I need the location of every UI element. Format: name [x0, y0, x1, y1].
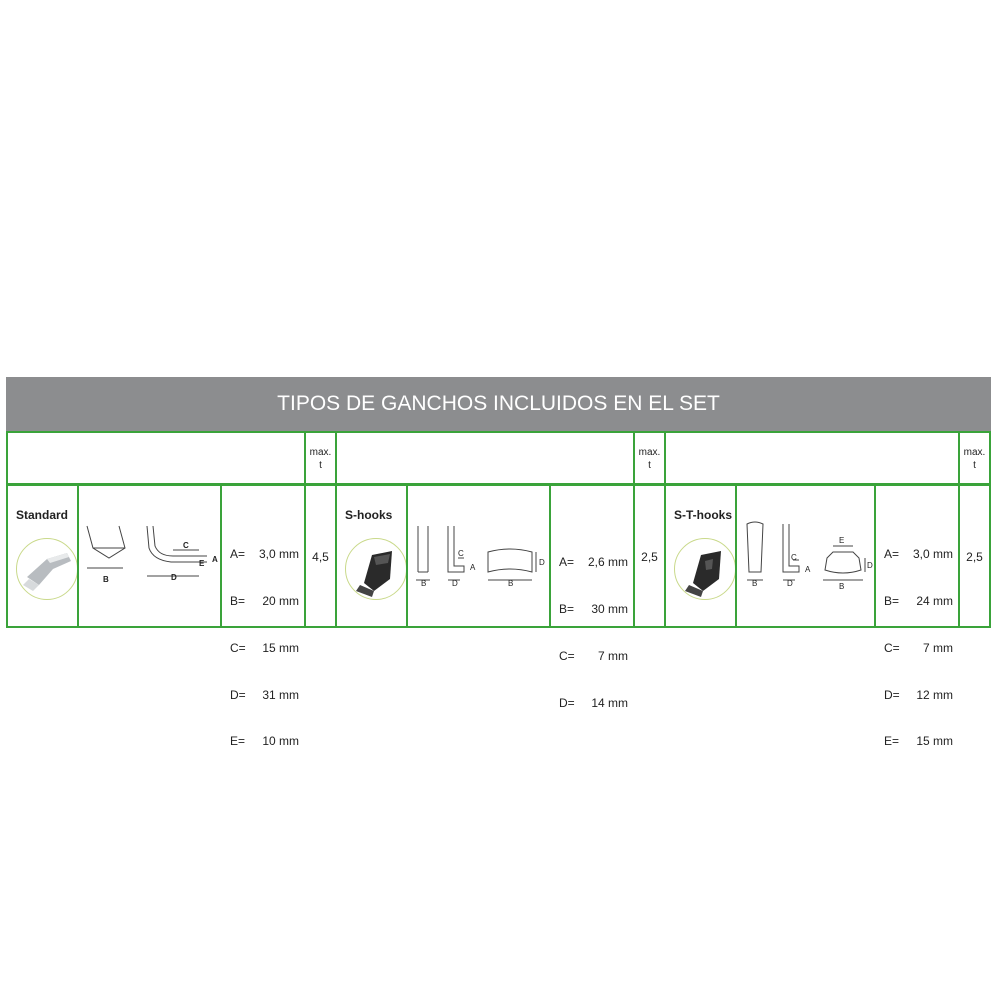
max-t-value: 2,5 — [966, 550, 983, 564]
hook-name-cell-standard: Standard — [6, 484, 79, 628]
s-t-hook-diagram: B D C A E B D — [746, 521, 873, 591]
hook-name: S-hooks — [345, 508, 393, 522]
label-d-2: D — [539, 558, 545, 567]
label-a: A — [212, 555, 218, 564]
label-b: B — [103, 575, 109, 584]
max-t-value: 2,5 — [641, 550, 658, 564]
dimension-row: D=31 mm — [230, 687, 299, 702]
hook-name: Standard — [16, 508, 69, 522]
table-title: TIPOS DE GANCHOS INCLUIDOS EN EL SET — [6, 377, 991, 431]
header-max-t-2: max. t — [633, 431, 666, 485]
t-label: t — [648, 460, 651, 471]
dimension-row: E=15 mm — [884, 734, 953, 749]
hook-max-t-cell-s-t-hooks: 2,5 — [958, 484, 991, 628]
s-hook-diagram: B D C A B D — [416, 526, 545, 588]
dimension-row: B=24 mm — [884, 593, 953, 608]
hook-dims-cell-s-t-hooks: A=3,0 mm B=24 mm C=7 mm D=12 mm E=15 mm — [874, 484, 960, 748]
hook-max-t-cell-s-hooks: 2,5 — [633, 484, 666, 628]
max-label: max. — [638, 447, 661, 458]
label-d: D — [787, 579, 793, 588]
label-b: B — [421, 579, 426, 588]
hook-name-cell-s-hooks: S-hooks — [335, 484, 408, 628]
dimension-row: C=15 mm — [230, 640, 299, 655]
label-e: E — [199, 559, 205, 568]
label-d: D — [171, 573, 177, 582]
dimension-row: D=14 mm — [559, 695, 628, 710]
dimension-list: A=3,0 mm B=20 mm C=15 mm D=31 mm E=10 mm — [230, 516, 299, 781]
dimension-list: A=3,0 mm B=24 mm C=7 mm D=12 mm E=15 mm — [884, 516, 953, 781]
dimension-row: C=7 mm — [884, 640, 953, 655]
dimension-row: A=3,0 mm — [884, 547, 953, 562]
dimension-row: B=30 mm — [559, 601, 628, 616]
label-c: C — [183, 541, 189, 550]
standard-hook-diagram: B D C E A — [86, 525, 218, 584]
dimension-row: A=2,6 mm — [559, 555, 628, 570]
hook-dims-cell-standard: A=3,0 mm B=20 mm C=15 mm D=31 mm E=10 mm — [220, 484, 306, 748]
hook-name: S-T-hooks — [674, 508, 733, 522]
label-d: D — [452, 579, 458, 588]
dimension-row: E=10 mm — [230, 734, 299, 749]
label-c: C — [791, 553, 797, 562]
header-max-t-3: max. t — [958, 431, 991, 485]
t-label: t — [319, 460, 322, 471]
dimension-row: B=20 mm — [230, 593, 299, 608]
label-b-2: B — [839, 582, 844, 591]
label-e: E — [839, 536, 844, 545]
s-hook-photo — [345, 538, 407, 600]
label-a: A — [805, 565, 811, 574]
standard-hook-photo — [16, 538, 78, 600]
hook-dims-cell-s-hooks: A=2,6 mm B=30 mm C=7 mm D=14 mm — [549, 484, 635, 710]
label-c: C — [458, 549, 464, 558]
max-t-value: 4,5 — [312, 550, 329, 564]
label-d-2: D — [867, 561, 873, 570]
header-max-t-1: max. t — [304, 431, 337, 485]
header-blank-1 — [6, 431, 306, 485]
t-label: t — [973, 460, 976, 471]
header-blank-3 — [664, 431, 960, 485]
dimension-row: C=7 mm — [559, 648, 628, 663]
max-label: max. — [309, 447, 332, 458]
s-t-hook-photo — [674, 538, 736, 600]
label-b: B — [752, 579, 757, 588]
hook-diagram-cell-s-hooks: B D C A B D — [406, 484, 551, 628]
hook-diagram-cell-s-t-hooks: B D C A E B D — [735, 484, 876, 628]
dimension-row: A=3,0 mm — [230, 547, 299, 562]
hook-max-t-cell-standard: 4,5 — [304, 484, 337, 628]
header-blank-2 — [335, 431, 635, 485]
label-a: A — [470, 563, 476, 572]
label-b-2: B — [508, 579, 513, 588]
dimension-list: A=2,6 mm B=30 mm C=7 mm D=14 mm — [559, 524, 628, 742]
hook-diagram-cell-standard: B D C E A — [77, 484, 222, 628]
hook-name-cell-s-t-hooks: S-T-hooks — [664, 484, 737, 628]
max-label: max. — [963, 447, 986, 458]
dimension-row: D=12 mm — [884, 687, 953, 702]
